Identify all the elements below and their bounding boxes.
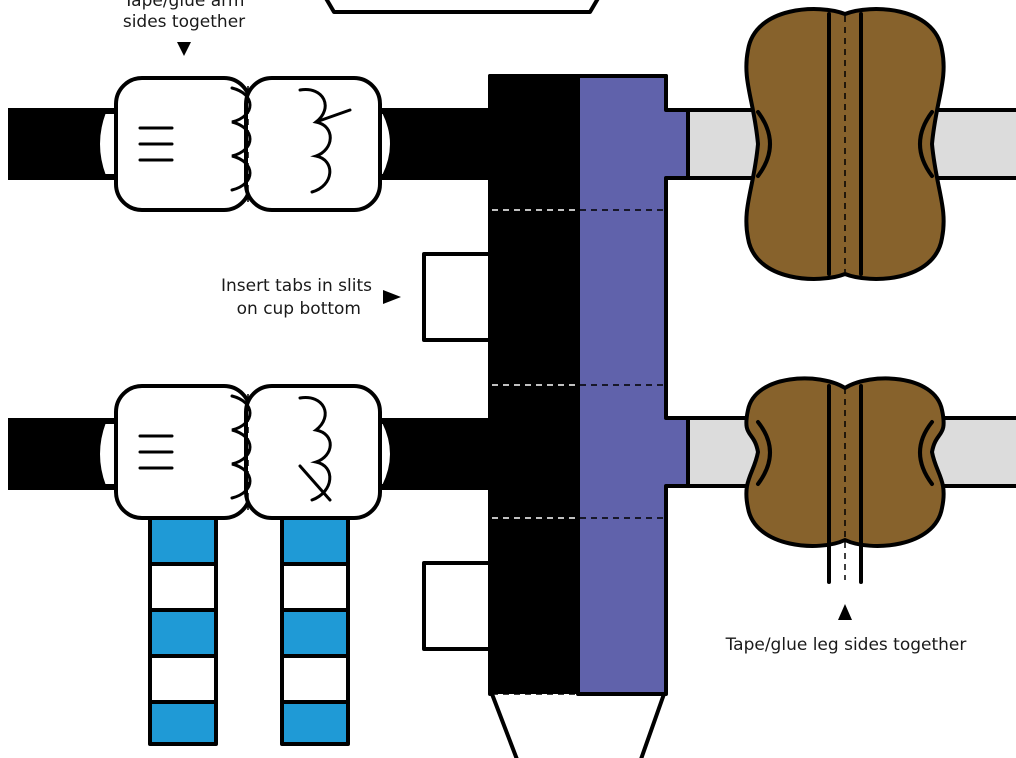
leg-top bbox=[686, 7, 1016, 281]
leg-gray-strip bbox=[686, 108, 760, 180]
fingers bbox=[298, 396, 332, 502]
arm-glue-label-line1: Tape/glue arm bbox=[123, 0, 245, 11]
boot bbox=[744, 376, 946, 548]
fingers bbox=[298, 88, 332, 194]
body-strip bbox=[488, 74, 690, 758]
top-box-edge bbox=[324, 0, 600, 14]
leg-glue-arrow-icon bbox=[838, 604, 852, 620]
arm-top bbox=[8, 76, 491, 212]
tabs-label-line2: on cup bottom bbox=[237, 299, 361, 319]
tabs-label-line1: Insert tabs in slits bbox=[221, 276, 372, 296]
bottom-tab bbox=[490, 692, 666, 758]
leg-bottom bbox=[686, 376, 1016, 584]
insert-tab-bottom bbox=[422, 561, 492, 651]
arm-connector bbox=[376, 418, 490, 490]
arm-connector bbox=[376, 108, 490, 180]
arm-glue-label-line2: sides together bbox=[123, 12, 245, 32]
striped-strip-right bbox=[280, 516, 350, 746]
tabs-arrow-icon bbox=[383, 290, 401, 304]
knuckles bbox=[230, 86, 252, 192]
boot bbox=[744, 7, 946, 281]
striped-strip-left bbox=[148, 516, 218, 746]
knuckles bbox=[230, 394, 252, 500]
hand-left bbox=[114, 76, 252, 212]
hand-left bbox=[114, 384, 252, 520]
insert-tab-top bbox=[422, 252, 492, 342]
arm-glue-arrow-icon bbox=[177, 42, 191, 56]
arm-bottom bbox=[8, 384, 491, 520]
leg-glue-label: Tape/glue leg sides together bbox=[725, 635, 967, 655]
leg-gray-strip bbox=[930, 108, 1016, 180]
